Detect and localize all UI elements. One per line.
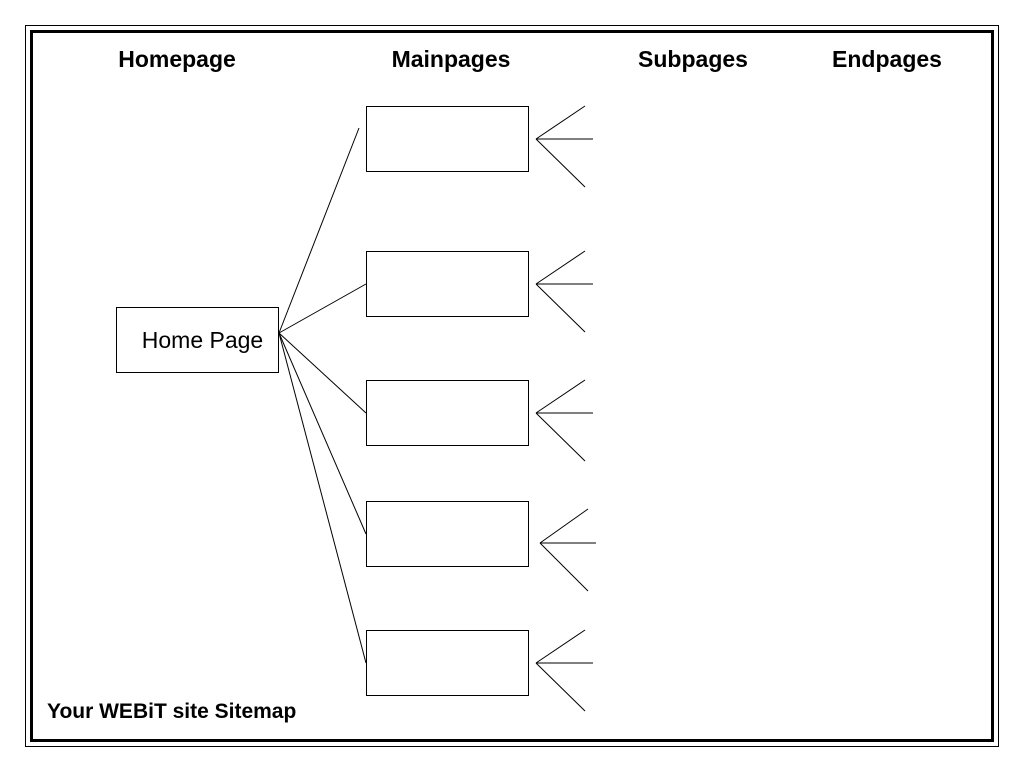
column-header-homepage: Homepage xyxy=(118,46,236,72)
connector-home-main-2 xyxy=(278,283,367,334)
column-header-mainpages: Mainpages xyxy=(391,46,511,72)
fan-main-2-bottom xyxy=(535,283,586,333)
fan-main-3-bottom xyxy=(535,412,586,462)
column-header-subpages: Subpages xyxy=(638,46,748,72)
fan-main-2-top xyxy=(535,250,586,285)
connector-home-main-3 xyxy=(278,332,367,414)
fan-main-5-bottom xyxy=(535,662,586,712)
fan-main-4-top xyxy=(539,508,589,544)
fan-main-5-top xyxy=(535,629,586,664)
outer-frame xyxy=(25,25,999,747)
fan-main-3-top xyxy=(535,379,586,414)
main-page-box xyxy=(366,630,529,696)
column-header-endpages: Endpages xyxy=(832,46,942,72)
fan-main-1-top xyxy=(535,105,586,140)
fan-main-1-bottom xyxy=(535,138,586,188)
home-page-box: Home Page xyxy=(116,307,279,373)
main-page-box xyxy=(366,106,529,172)
home-page-label: Home Page xyxy=(141,326,264,353)
inner-frame xyxy=(30,30,994,742)
main-page-box xyxy=(366,251,529,317)
connector-home-main-5 xyxy=(278,332,367,664)
main-page-box xyxy=(366,501,529,567)
main-page-box xyxy=(366,380,529,446)
sitemap-caption: Your WEBiT site Sitemap xyxy=(47,700,297,723)
connector-home-main-4 xyxy=(278,332,367,535)
fan-main-4-bottom xyxy=(539,542,589,592)
connector-home-main-1 xyxy=(278,127,360,334)
